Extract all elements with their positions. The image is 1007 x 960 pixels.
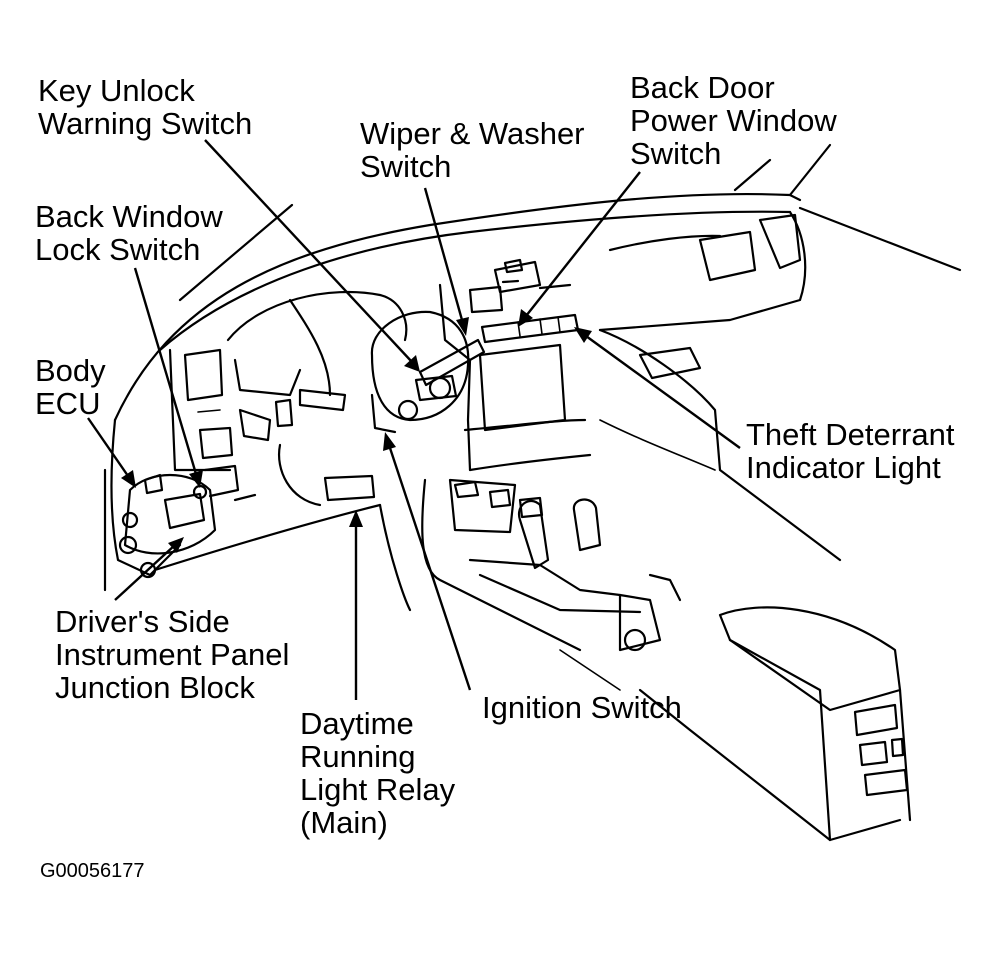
label-line: Switch	[630, 136, 722, 171]
label-line: (Main)	[300, 805, 388, 840]
label-line: Theft Deterrant	[746, 417, 955, 452]
label-line: Junction Block	[55, 670, 255, 705]
label-ignition-switch: Ignition Switch	[482, 691, 682, 724]
figure-code: G00056177	[40, 860, 145, 882]
leader-lines	[87, 139, 741, 700]
label-line: Warning Switch	[38, 106, 253, 141]
label-line: Wiper & Washer	[360, 116, 585, 151]
label-theft-deterrant-indicator-light: Theft Deterrant Indicator Light	[746, 418, 954, 484]
label-line: Body	[35, 353, 106, 388]
label-wiper-washer-switch: Wiper & Washer Switch	[360, 117, 585, 183]
label-line: Ignition Switch	[482, 690, 682, 725]
label-line: Key Unlock	[38, 73, 195, 108]
label-line: Lock Switch	[35, 232, 201, 267]
label-body-ecu: Body ECU	[35, 354, 106, 420]
label-line: Light Relay	[300, 772, 456, 807]
label-line: Driver's Side	[55, 604, 230, 639]
label-line: Switch	[360, 149, 452, 184]
label-key-unlock-warning-switch: Key Unlock Warning Switch	[38, 74, 252, 140]
dashboard-outline	[103, 143, 962, 842]
label-line: Indicator Light	[746, 450, 941, 485]
label-line: Back Door	[630, 70, 775, 105]
label-line: ECU	[35, 386, 101, 421]
label-line: Back Window	[35, 199, 223, 234]
label-line: Running	[300, 739, 416, 774]
label-line: Power Window	[630, 103, 837, 138]
label-back-window-lock-switch: Back Window Lock Switch	[35, 200, 223, 266]
label-line: Instrument Panel	[55, 637, 290, 672]
label-drivers-side-instrument-panel-junction-block: Driver's Side Instrument Panel Junction …	[55, 605, 289, 704]
label-back-door-power-window-switch: Back Door Power Window Switch	[630, 71, 837, 170]
label-line: Daytime	[300, 706, 414, 741]
label-daytime-running-light-relay: Daytime Running Light Relay (Main)	[300, 707, 455, 839]
